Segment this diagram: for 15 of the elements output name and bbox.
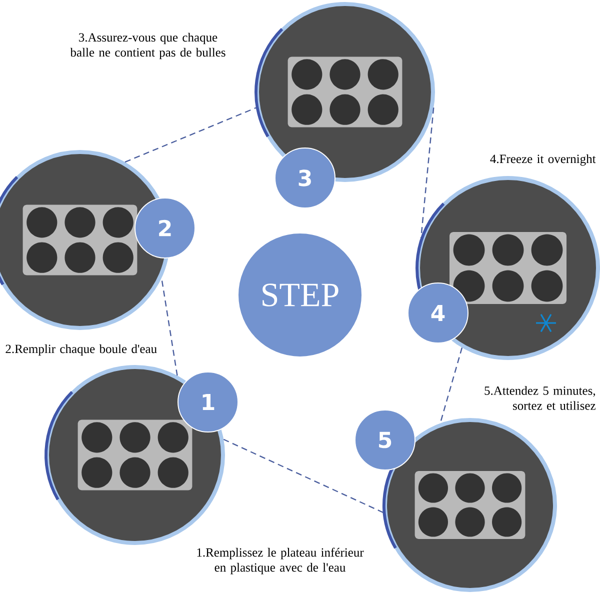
number-badge: 5 — [354, 410, 416, 470]
step-caption: 1.Remplissez le plateau inférieur en plastique avec de l'eau — [197, 548, 364, 574]
step-caption: 3.Assurez-vous que chaque balle ne contient pas de bulles — [70, 32, 226, 60]
number-badge: 2 — [134, 198, 196, 258]
step-caption: 4.Freeze it overnight — [490, 154, 596, 166]
dashed-connector — [440, 348, 463, 424]
dashed-connector — [223, 438, 384, 514]
number-badge: 4 — [408, 282, 468, 344]
step-caption: 2.Remplir chaque boule d'eau — [6, 344, 157, 356]
number-badge: 3 — [274, 148, 336, 208]
dashed-connector — [420, 108, 434, 238]
step-caption: 5.Attendez 5 minutes, sortez et utilisez — [484, 386, 596, 410]
dashed-connector — [160, 278, 178, 376]
dashed-connector — [124, 107, 257, 163]
number-badge: 1 — [178, 372, 238, 432]
